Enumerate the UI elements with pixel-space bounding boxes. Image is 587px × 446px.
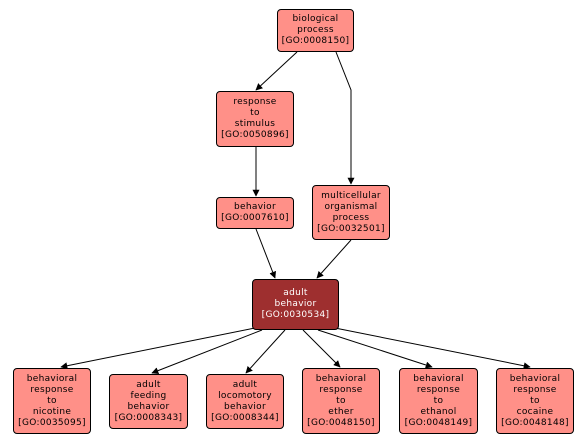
node-label-line: behavioral (26, 373, 78, 384)
node-label-line: adult (232, 379, 258, 390)
node-label-line: ethanol (420, 406, 457, 417)
node-label-line: [GO:0007610] (221, 213, 289, 223)
node-label-line: cocaine (516, 406, 554, 417)
node-label-line: behavioral (315, 373, 367, 384)
edge-beh-to-ab (255, 228, 276, 279)
node-label-line: [GO:0030534] (261, 310, 330, 320)
node-label-line: to (336, 395, 346, 406)
edge-ab-to-afb (151, 329, 263, 374)
node-label-line: process (332, 212, 370, 223)
node-label-line: to (530, 395, 540, 406)
node-label-line: [GO:0035095] (18, 417, 86, 428)
edge-bp-to-mop (335, 51, 355, 185)
node-label-line: [GO:0008344] (211, 412, 279, 423)
edge-bp-to-rs (255, 51, 298, 91)
node-label-line: to (47, 395, 57, 406)
node-label-line: response (513, 384, 557, 395)
node-label-line: feeding (130, 390, 167, 401)
node-label-line: [GO:0008150] (281, 36, 350, 46)
node-label-line: process (297, 25, 334, 35)
node-label-line: locomotory (218, 390, 272, 401)
node-label-line: organismal (324, 201, 378, 212)
edge-ab-to-alb (245, 329, 286, 374)
node-label-line: [GO:0050896] (221, 130, 289, 140)
node-label-line: [GO:0008343] (114, 412, 183, 423)
edge-mop-to-ab (316, 239, 352, 279)
node-label-line: to (250, 108, 260, 118)
node-label-line: nicotine (32, 406, 72, 417)
node-label-line: to (433, 395, 444, 406)
node-label-line: response (233, 97, 277, 107)
node-label-line: [GO:0048150] (307, 417, 375, 428)
node-label-line: behavior (274, 299, 317, 309)
node-label-line: behavior (224, 401, 266, 412)
node-label-line: ether (328, 406, 354, 417)
node-label-line: behavior (127, 401, 170, 412)
edge-ab-to-bret (317, 329, 433, 369)
node-label-line: response (30, 384, 74, 395)
node-label-line: [GO:0048149] (404, 417, 473, 428)
node-label-line: behavioral (413, 373, 464, 384)
edge-ab-to-bre (302, 329, 341, 368)
node-label-line: stimulus (234, 119, 276, 129)
go-term-node-beh[interactable]: behavior[GO:0007610] (216, 197, 294, 229)
node-label-line: multicellular (321, 190, 381, 201)
node-label-line: response (319, 384, 363, 395)
node-label-line: [GO:0048148] (501, 417, 569, 428)
node-label-line: adult (136, 379, 161, 390)
node-label-line: response (416, 384, 461, 395)
node-label-line: adult (283, 288, 308, 298)
node-label-line: behavior (234, 202, 276, 212)
node-label-line: [GO:0032501] (317, 223, 385, 234)
node-label-line: biological (292, 14, 339, 24)
edge-ab-to-brc (334, 327, 531, 370)
edge-ab-to-brn (60, 327, 256, 370)
node-label-line: behavioral (509, 373, 561, 384)
